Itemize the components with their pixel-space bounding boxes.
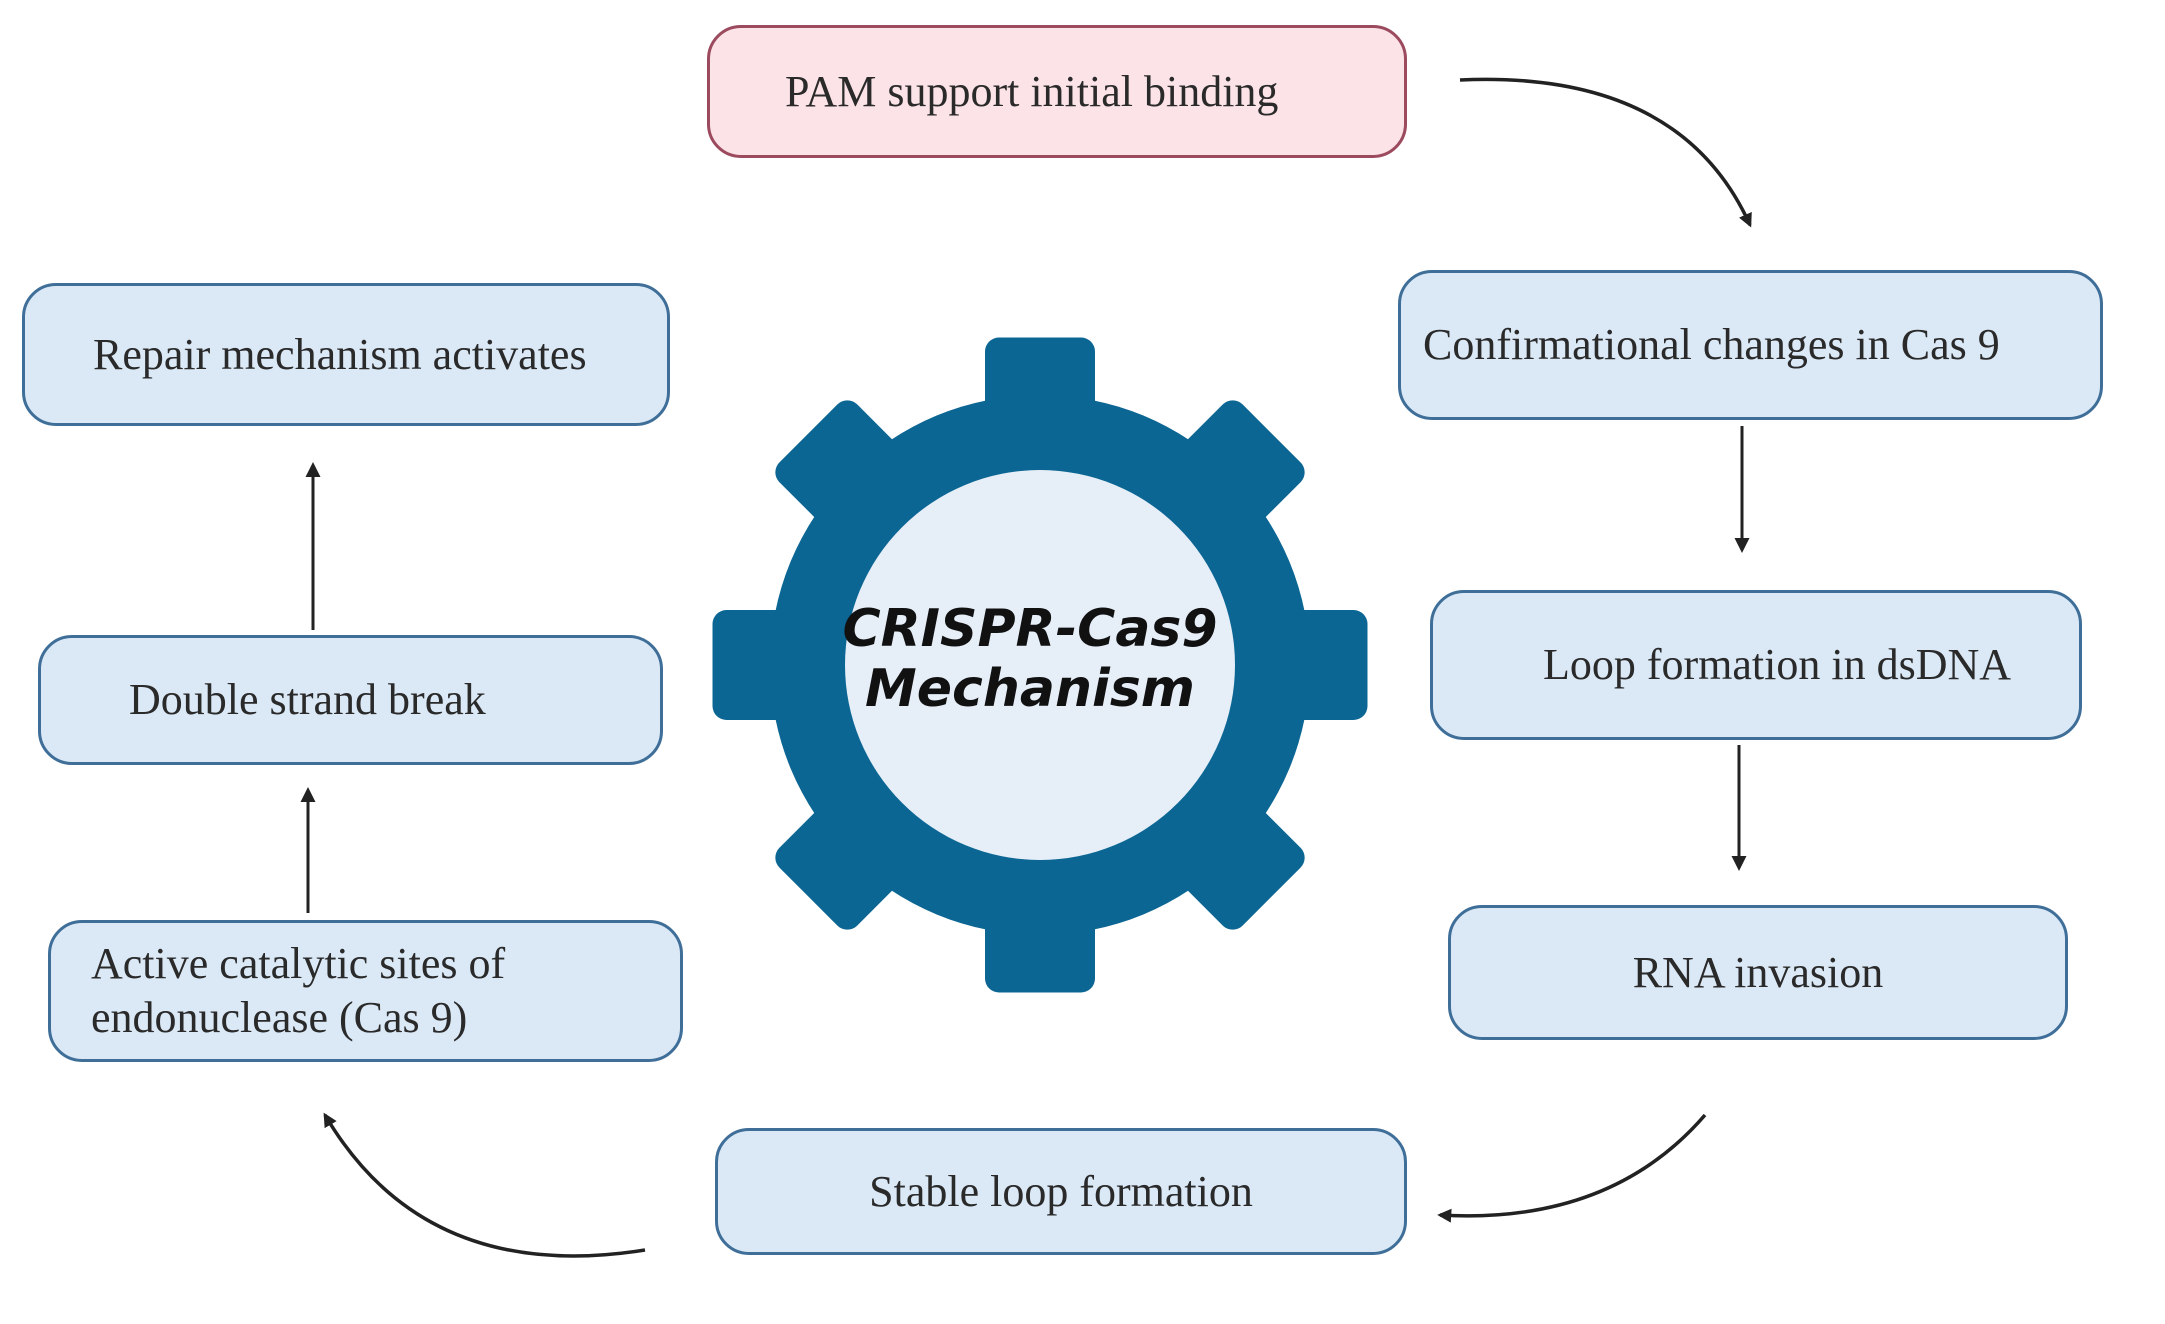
step-repair-mechanism: Repair mechanism activates (22, 283, 670, 426)
step-loop-formation-dsdna-label: Loop formation in dsDNA (1543, 640, 2012, 690)
arrow-pam-to-conformational (1459, 77, 1752, 228)
step-conformational-changes: Confirmational changes in Cas 9 (1398, 270, 2103, 420)
step-pam-binding: PAM support initial binding (707, 25, 1407, 158)
arrow-stable-loop-to-active-sites (323, 1112, 646, 1258)
center-title-line1: CRISPR-Cas9 (842, 599, 1218, 659)
arrow-rna-to-stable-loop (1437, 1113, 1707, 1223)
gear-center-circle (845, 470, 1235, 860)
step-pam-binding-label: PAM support initial binding (785, 66, 1279, 116)
step-active-catalytic-sites-line2: endonuclease (Cas 9) (91, 993, 468, 1042)
gear-icon (712, 337, 1368, 993)
center-title-line2: Mechanism (865, 658, 1195, 719)
step-rna-invasion-label: RNA invasion (1632, 947, 1884, 997)
step-loop-formation-dsdna: Loop formation in dsDNA (1430, 590, 2082, 740)
step-stable-loop-formation-label: Stable loop formation (869, 1166, 1253, 1216)
step-double-strand-break-label: Double strand break (129, 675, 486, 725)
step-conformational-changes-label: Confirmational changes in Cas 9 (1423, 320, 2000, 370)
step-rna-invasion: RNA invasion (1448, 905, 2068, 1040)
step-repair-mechanism-label: Repair mechanism activates (93, 329, 587, 379)
step-active-catalytic-sites: Active catalytic sites of endonuclease (… (48, 920, 683, 1062)
gear-center-label: CRISPR-Cas9 Mechanism (810, 599, 1250, 720)
step-stable-loop-formation: Stable loop formation (715, 1128, 1407, 1255)
step-double-strand-break: Double strand break (38, 635, 663, 765)
step-active-catalytic-sites-line1: Active catalytic sites of (91, 939, 506, 989)
